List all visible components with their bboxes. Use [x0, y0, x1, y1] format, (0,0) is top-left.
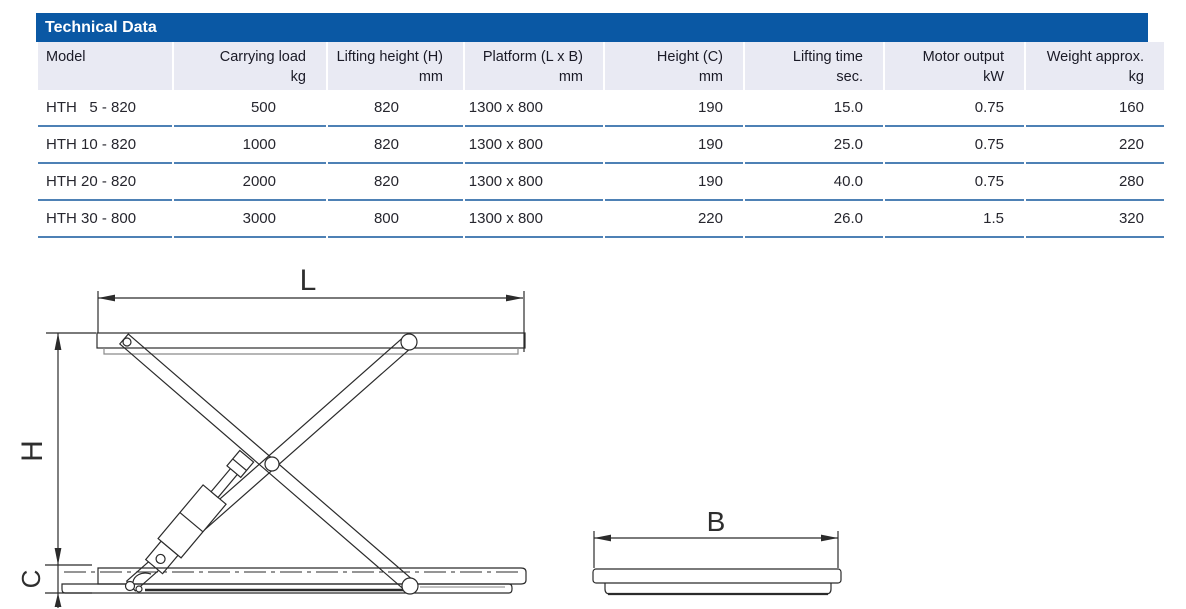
table-cell: HTH 5 - 820 — [38, 90, 172, 127]
table-cell: HTH 30 - 800 — [38, 201, 172, 238]
table-cell: 40.0 — [745, 164, 883, 201]
pivot-circles — [122, 333, 419, 595]
table-cell: 820 — [328, 127, 463, 164]
column-header-model: Model — [38, 42, 172, 90]
scissor-lift-side-view: L H C — [16, 264, 527, 608]
column-header-row: Model Carrying load kg Lifting height (H… — [38, 42, 1164, 90]
technical-data-table: Model Carrying load kg Lifting height (H… — [36, 42, 1166, 238]
pivot-circle-top-left — [122, 337, 132, 347]
table-cell: 190 — [605, 90, 743, 127]
column-header-platform: Platform (L x B) mm — [465, 42, 603, 90]
table-cell: 0.75 — [885, 164, 1024, 201]
table-cell: 800 — [328, 201, 463, 238]
column-header-height-c: Height (C) mm — [605, 42, 743, 90]
column-header-carrying-load: Carrying load kg — [174, 42, 326, 90]
table-cell: 3000 — [174, 201, 326, 238]
roller-circle-bottom-right — [401, 577, 419, 595]
table-cell: 2000 — [174, 164, 326, 201]
table-cell: 26.0 — [745, 201, 883, 238]
table-cell: 500 — [174, 90, 326, 127]
table-cell: 820 — [328, 90, 463, 127]
platform-top — [96, 332, 526, 355]
table-cell: 1300 x 800 — [465, 90, 603, 127]
column-header-weight: Weight approx. kg — [1026, 42, 1164, 90]
table-cell: 320 — [1026, 201, 1164, 238]
pivot-circle-center — [264, 456, 280, 472]
hydraulic-cylinder — [144, 449, 255, 575]
table-cell: 1000 — [174, 127, 326, 164]
technical-data-sheet: Technical Data Model Carrying load kg Li… — [36, 13, 1164, 238]
pivot-circle-bottom-left — [124, 580, 136, 592]
cylinder-pivot-circle — [155, 553, 166, 565]
table-title: Technical Data — [45, 19, 157, 36]
dim-label-L: L — [300, 264, 317, 297]
table-cell: HTH 10 - 820 — [38, 127, 172, 164]
rod-clevis — [226, 449, 255, 479]
table-cell: 820 — [328, 164, 463, 201]
platform-end-view: B — [592, 506, 842, 596]
table-cell: 1300 x 800 — [465, 201, 603, 238]
table-cell: 220 — [1026, 127, 1164, 164]
dim-label-C: C — [16, 570, 46, 589]
pivot-circle-bottom-left-2 — [135, 585, 143, 593]
table-cell: 1300 x 800 — [465, 127, 603, 164]
table-cell: 190 — [605, 127, 743, 164]
table-row: HTH 5 - 820 500 820 1300 x 800 190 15.0 … — [38, 90, 1164, 127]
dimension-C: C — [16, 564, 92, 608]
table-cell: 25.0 — [745, 127, 883, 164]
column-header-lifting-time: Lifting time sec. — [745, 42, 883, 90]
base-frame — [61, 567, 527, 594]
roller-circle-top-right — [400, 333, 418, 351]
table-cell: 1300 x 800 — [465, 164, 603, 201]
end-view-bottom-lip — [604, 583, 832, 595]
table-cell: 280 — [1026, 164, 1164, 201]
table-row: HTH 20 - 820 2000 820 1300 x 800 190 40.… — [38, 164, 1164, 201]
table-row: HTH 10 - 820 1000 820 1300 x 800 190 25.… — [38, 127, 1164, 164]
table-cell: 0.75 — [885, 90, 1024, 127]
table-cell: 190 — [605, 164, 743, 201]
dim-label-B: B — [707, 506, 726, 537]
table-title-bar: Technical Data — [36, 13, 1148, 42]
table-cell: 220 — [605, 201, 743, 238]
column-header-lifting-height: Lifting height (H) mm — [328, 42, 463, 90]
column-header-motor-output: Motor output kW — [885, 42, 1024, 90]
table-cell: 15.0 — [745, 90, 883, 127]
dimension-L: L — [97, 264, 525, 352]
table-row: HTH 30 - 800 3000 800 1300 x 800 220 26.… — [38, 201, 1164, 238]
table-cell: 1.5 — [885, 201, 1024, 238]
table-cell: HTH 20 - 820 — [38, 164, 172, 201]
dimension-H: H — [16, 332, 96, 565]
dimension-B: B — [593, 506, 839, 568]
table-cell: 160 — [1026, 90, 1164, 127]
table-cell: 0.75 — [885, 127, 1024, 164]
dim-label-H: H — [16, 440, 49, 462]
cylinder-hose — [132, 572, 152, 583]
end-view-top-plate — [592, 568, 842, 584]
